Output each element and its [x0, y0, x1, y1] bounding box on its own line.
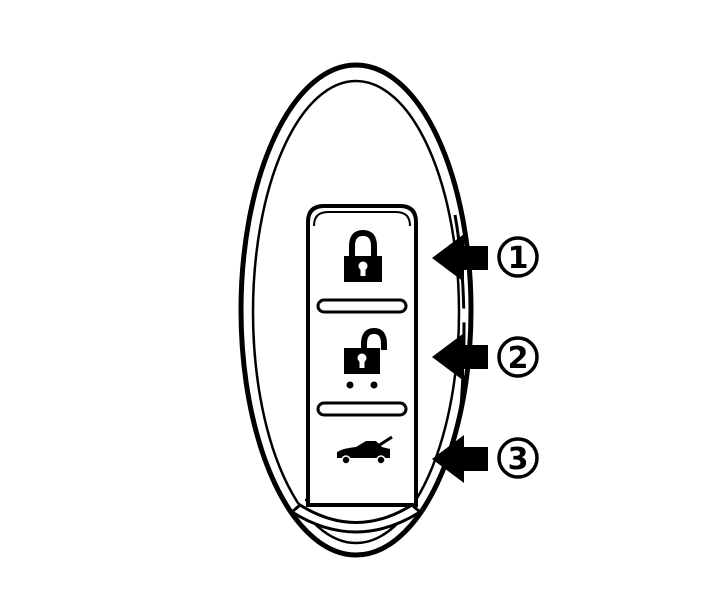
- callout-arrow: [432, 435, 488, 483]
- fob-inner-shell: [251, 79, 461, 545]
- callout-2: 2: [497, 336, 539, 378]
- lock-button[interactable]: [344, 229, 382, 282]
- callout-3: 3: [497, 437, 539, 479]
- unlock-button[interactable]: [344, 327, 387, 389]
- fob-seam-line: [453, 214, 466, 421]
- callout-arrow: [432, 234, 488, 282]
- callout-1-label: 1: [508, 241, 529, 276]
- unlock-icon: [344, 327, 387, 389]
- trunk-button[interactable]: [337, 435, 393, 465]
- trunk-icon: [337, 435, 393, 465]
- callout-2-label: 2: [508, 341, 529, 376]
- callout-arrow: [432, 333, 488, 381]
- callout-1: 1: [497, 236, 539, 278]
- fob-outer-shell: [238, 62, 474, 558]
- callout-3-label: 3: [508, 442, 529, 477]
- fob-bottom-cap: [289, 503, 423, 534]
- lock-icon: [344, 229, 382, 282]
- button-separator: [316, 401, 408, 417]
- button-panel-inner: [313, 211, 411, 227]
- button-separator: [316, 298, 408, 314]
